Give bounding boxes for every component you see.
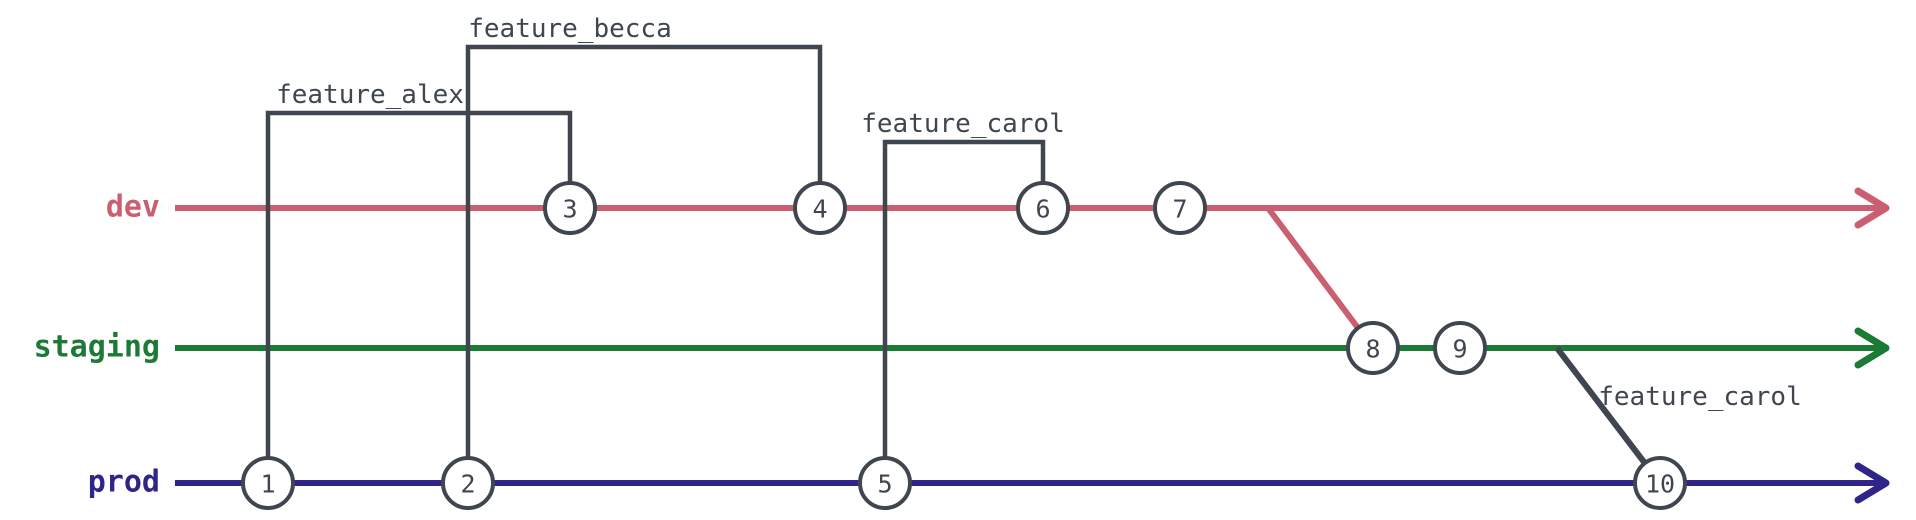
lane-label-prod: prod [88,465,160,500]
branch-labels-group: feature_alex feature_becca feature_carol [276,14,1065,139]
prod-arrow [1854,462,1890,504]
merge-lines-group [1265,206,1648,465]
commit-circle-1 [241,456,295,510]
commit-node-8[interactable]: 8 [1346,321,1400,375]
lane-lines-group [175,205,1880,486]
branch-label-feature_carol: feature_carol [861,109,1065,139]
commit-circle-4 [793,181,847,235]
commit-circle-5 [858,456,912,510]
merge-labels-group: feature_carol [1598,382,1802,412]
commit-label-8: 8 [1365,335,1380,364]
commit-node-5[interactable]: 5 [858,456,912,510]
arrow-heads-group [1854,187,1890,504]
commit-node-4[interactable]: 4 [793,181,847,235]
commit-node-7[interactable]: 7 [1153,181,1207,235]
commit-label-9: 9 [1452,335,1467,364]
commit-node-6[interactable]: 6 [1016,181,1070,235]
commit-node-1[interactable]: 1 [241,456,295,510]
commit-node-9[interactable]: 9 [1433,321,1487,375]
commit-label-5: 5 [877,470,892,499]
commit-node-2[interactable]: 2 [441,456,495,510]
branch-label-feature_alex: feature_alex [276,80,464,110]
commit-label-3: 3 [562,195,577,224]
dev-arrow [1854,187,1890,229]
merge-line-staging-to-prod [1554,346,1648,465]
commit-circle-7 [1153,181,1207,235]
commit-node-3[interactable]: 3 [543,181,597,235]
commit-label-4: 4 [812,195,827,224]
commit-circle-10 [1633,456,1687,510]
branch-path-feature_carol [882,139,1046,483]
branch-path-feature_alex [265,110,573,483]
lane-label-dev: dev [106,190,160,225]
merge-label-staging-to-prod: feature_carol [1598,382,1802,412]
lane-labels-group: dev staging prod [34,190,160,500]
lane-label-staging: staging [34,330,160,365]
commit-node-10[interactable]: 10 [1633,456,1687,510]
commit-label-10: 10 [1645,470,1675,499]
commit-label-7: 7 [1172,195,1187,224]
commit-circle-2 [441,456,495,510]
branch-paths-group [265,44,1046,483]
commit-label-2: 2 [460,470,475,499]
staging-arrow [1854,327,1890,369]
commit-label-6: 6 [1035,195,1050,224]
commit-nodes-group: 1 2 3 4 5 6 7 8 9 10 [241,181,1687,510]
commit-circle-9 [1433,321,1487,375]
commit-circle-3 [543,181,597,235]
commit-circle-6 [1016,181,1070,235]
commit-circle-8 [1346,321,1400,375]
commit-label-1: 1 [260,470,275,499]
branch-label-feature_becca: feature_becca [468,14,672,44]
branch-path-feature_becca [465,44,823,483]
merge-line-dev-to-staging [1265,206,1361,330]
